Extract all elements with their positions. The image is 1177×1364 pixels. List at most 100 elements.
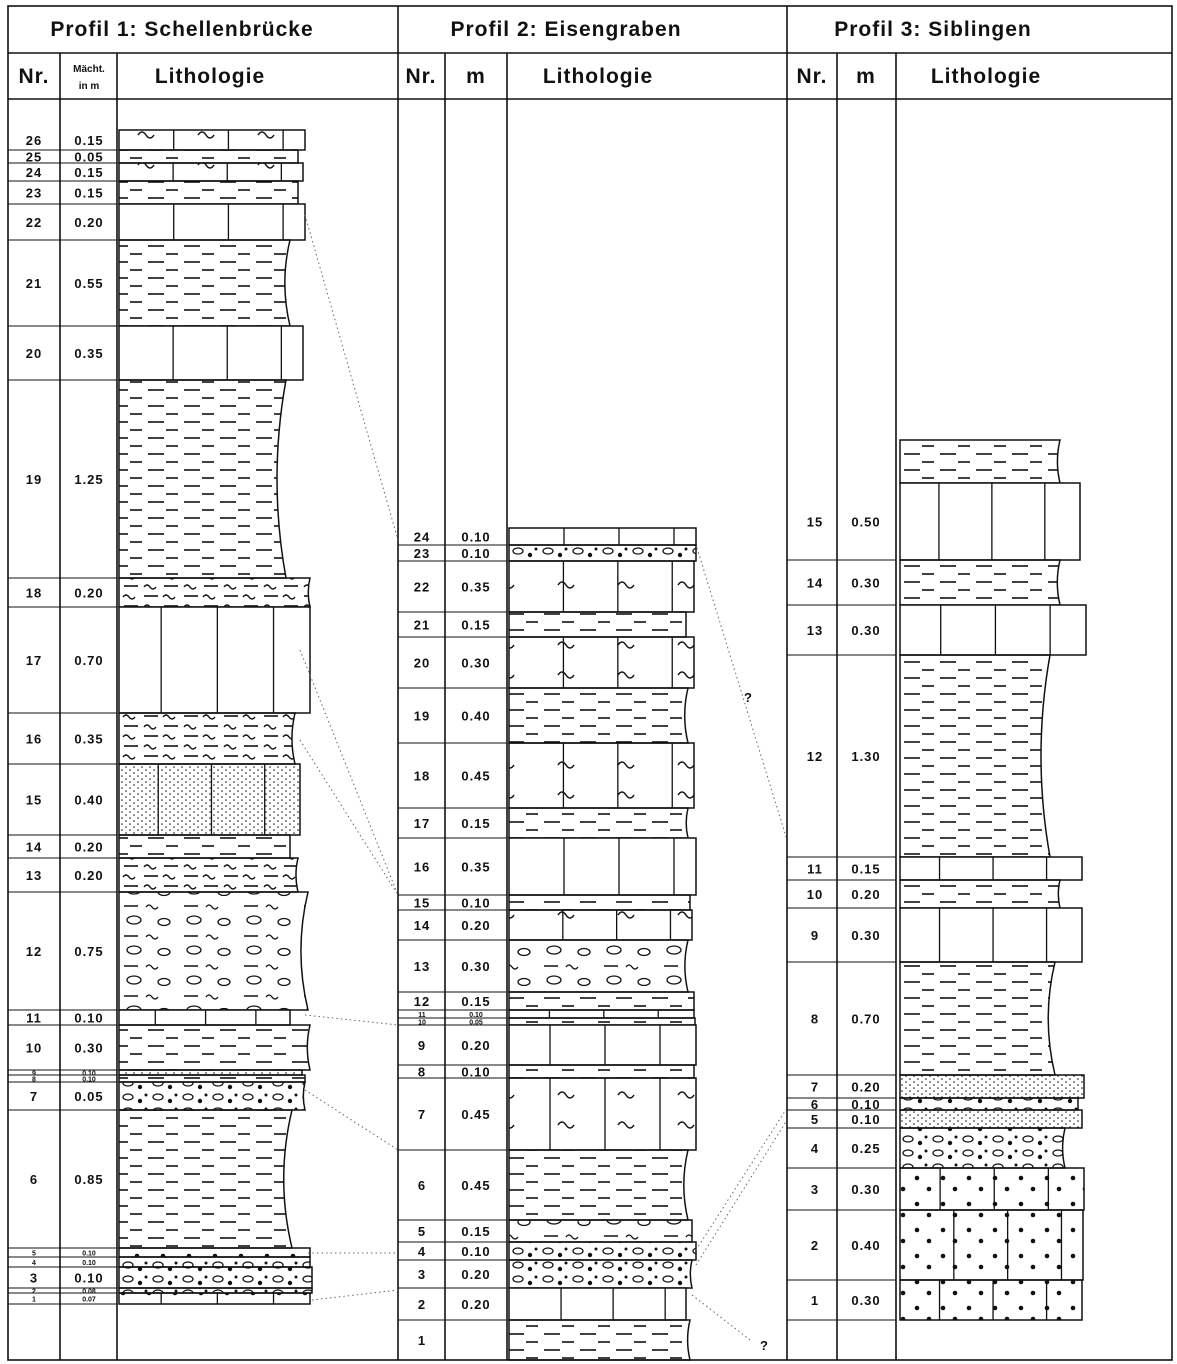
correlation-line [305, 1090, 398, 1150]
p1-layer-21 [119, 240, 290, 326]
correlation-line [305, 1015, 398, 1025]
p1-layer-thickness: 0.10 [82, 1251, 96, 1258]
p3-layer-number: 12 [807, 749, 823, 764]
p1-layer-thickness: 0.10 [74, 1271, 103, 1286]
p2-layer-number: 19 [414, 709, 430, 724]
p1-layer-number: 4 [32, 1260, 36, 1267]
p3-layer-number: 4 [811, 1141, 819, 1156]
p2-layer-number: 21 [414, 618, 430, 633]
p1-layer-thickness: 0.15 [74, 133, 103, 148]
p1-layer-number: 16 [26, 732, 42, 747]
p2-layer-number: 9 [418, 1038, 426, 1053]
p3-layer-number: 3 [811, 1182, 819, 1197]
p3-layer-thickness: 0.20 [851, 1080, 880, 1095]
p1-layer-23 [119, 181, 298, 204]
p3-layer-thickness: 1.30 [851, 749, 880, 764]
p3-layer-2 [900, 1210, 1083, 1280]
p1-nr-header: Nr. [18, 65, 49, 88]
p1-layer-thickness: 0.70 [74, 653, 103, 668]
p2-layer-5 [509, 1220, 692, 1242]
p1-layer-number: 19 [26, 472, 42, 487]
p1-layer-thickness: 0.75 [74, 944, 103, 959]
p2-layer-2 [509, 1288, 686, 1320]
p1-layer-number: 21 [26, 276, 42, 291]
p2-layer-19 [509, 688, 688, 743]
p2-layer-6 [509, 1150, 688, 1220]
p2-layer-number: 15 [414, 896, 430, 911]
p3-nr-header: Nr. [796, 65, 827, 88]
p3-layer-thickness: 0.10 [851, 1112, 880, 1127]
p2-layer-number: 12 [414, 994, 430, 1009]
correlation-line [692, 1295, 750, 1340]
p2-layer-12 [509, 992, 694, 1010]
p1-layer-thickness: 0.20 [74, 215, 103, 230]
p2-layer-thickness: 0.45 [461, 1178, 490, 1193]
p1-layer-thickness: 0.07 [82, 1297, 96, 1304]
p3-layer-number: 8 [811, 1012, 819, 1027]
p2-layer-number: 1 [418, 1333, 426, 1348]
p3-layer-11 [900, 857, 1082, 880]
p1-layer-20 [119, 326, 303, 380]
p3-layer-thickness: 0.30 [851, 1182, 880, 1197]
profile-2-title: Profil 2: Eisengraben [450, 18, 681, 41]
p1-layer-thickness: 0.85 [74, 1172, 103, 1187]
p1-layer-24 [119, 163, 303, 181]
p2-layer-17 [509, 808, 688, 838]
p2-layer-number: 14 [414, 918, 430, 933]
p3-layer-thickness: 0.30 [851, 623, 880, 638]
p2-layer-number: 8 [418, 1065, 426, 1080]
p1-layer-16 [119, 713, 295, 764]
p1-layer-number: 3 [30, 1271, 38, 1286]
p1-layer-26 [119, 130, 305, 150]
p2-layer-number: 6 [418, 1178, 426, 1193]
correlation-line [696, 1120, 787, 1265]
p1-layer-thickness: 0.30 [74, 1041, 103, 1056]
p1-layer-number: 22 [26, 215, 42, 230]
p1-layer-17 [119, 607, 310, 713]
p1-layer-25 [119, 150, 298, 163]
p1-layer-thickness: 0.40 [74, 793, 103, 808]
p3-layer-number: 2 [811, 1238, 819, 1253]
p1-layer-thickness: 0.10 [82, 1260, 96, 1267]
p1-lith-header: Lithologie [155, 65, 265, 88]
p3-layer-number: 11 [807, 862, 823, 877]
p2-layer-thickness: 0.15 [461, 816, 490, 831]
p3-layer-number: 15 [807, 515, 823, 530]
p1-layer-number: 18 [26, 586, 42, 601]
p3-layer-6 [900, 1098, 1078, 1110]
p3-layer-thickness: 0.15 [851, 862, 880, 877]
p2-layer-thickness: 0.30 [461, 656, 490, 671]
p3-layer-thickness: 0.30 [851, 1293, 880, 1308]
p2-layer-thickness: 0.30 [461, 959, 490, 974]
p2-layer-thickness: 0.20 [461, 1267, 490, 1282]
p2-layer-number: 18 [414, 769, 430, 784]
p2-layer-thickness: 0.15 [461, 994, 490, 1009]
p1-layer-thickness: 0.20 [74, 868, 103, 883]
p3-m-header: m [856, 65, 876, 88]
p1-layer-10 [119, 1025, 310, 1070]
p3-layer-number: 10 [807, 887, 823, 902]
p2-layer-10 [509, 1018, 695, 1025]
p2-layer-13 [509, 940, 688, 992]
profile-1-title: Profil 1: Schellenbrücke [50, 18, 313, 41]
p1-layer-14 [119, 835, 290, 858]
p3-layer-3 [900, 1168, 1084, 1210]
p1-layer-thickness: 0.55 [74, 276, 103, 291]
p2-layer-number: 23 [414, 546, 430, 561]
p1-layer-12 [119, 892, 308, 1010]
p1-layer-number: 5 [32, 1251, 36, 1258]
p2-layer-number: 2 [418, 1297, 426, 1312]
correlation-line [300, 740, 398, 895]
p3-layer-number: 7 [811, 1080, 819, 1095]
p1-layer-number: 11 [26, 1011, 42, 1026]
p2-layer-thickness: 0.45 [461, 1107, 490, 1122]
p1-layer-thickness: 0.20 [74, 586, 103, 601]
p3-layer-thickness: 0.30 [851, 928, 880, 943]
correlation-line [305, 215, 398, 540]
p1-layer-number: 2 [32, 1289, 36, 1296]
p3-lith-header: Lithologie [931, 65, 1041, 88]
p1-layer-number: 14 [26, 840, 42, 855]
p2-layer-number: 4 [418, 1244, 426, 1259]
p1-layer-number: 12 [26, 944, 42, 959]
